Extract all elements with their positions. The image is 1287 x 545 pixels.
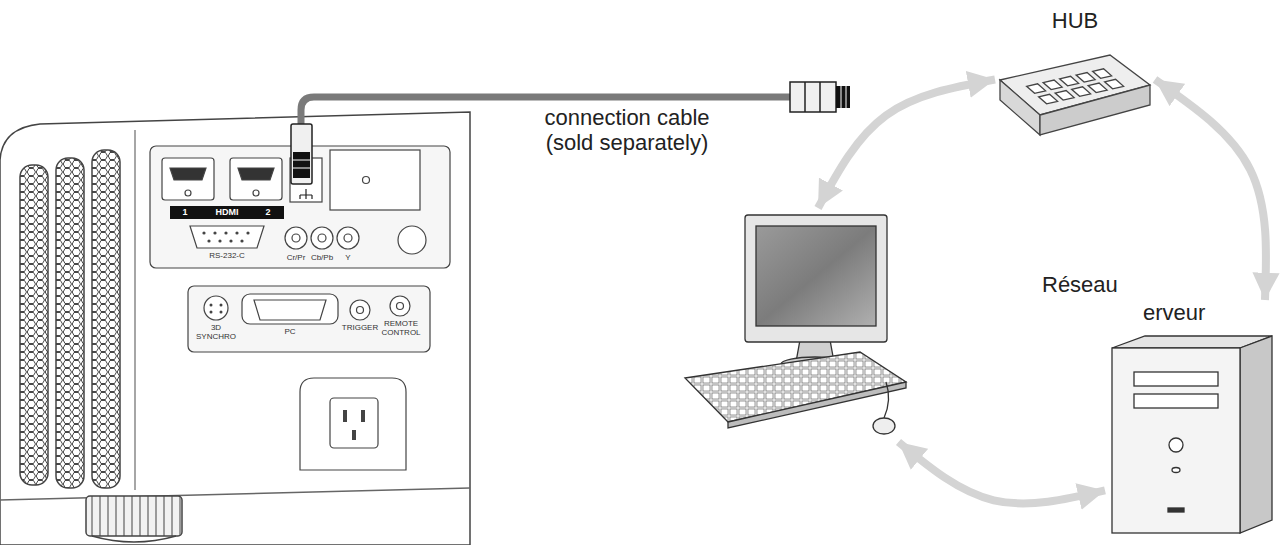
port-name: Cr/Pr: [281, 253, 311, 262]
hub-port: [1027, 84, 1046, 94]
hub-port: [1060, 76, 1079, 86]
server-node: erveur: [1105, 300, 1277, 538]
computer: [685, 215, 906, 434]
port-number: 2: [260, 207, 276, 217]
hub-port: [1039, 94, 1058, 104]
network-arrow: [1155, 80, 1266, 301]
port-number: 1: [177, 207, 193, 217]
hub-node: HUB: [995, 8, 1155, 138]
port-name: RS-232-C: [196, 251, 258, 260]
cable-label: connection cable (sold separately): [522, 105, 732, 156]
hub-port: [1076, 73, 1095, 83]
node-label: HUB: [1052, 8, 1098, 34]
projector-body: [0, 112, 470, 545]
network-label: Réseau: [1042, 272, 1132, 297]
network-arrow: [818, 80, 995, 209]
port-name: Y: [338, 253, 358, 262]
rear-panel: [150, 146, 450, 470]
network-cable: [291, 82, 850, 184]
computer-node: [680, 208, 910, 442]
network-arrow: [899, 442, 1106, 503]
port-name: 3D SYNCHRO: [193, 323, 239, 341]
port-name: Cb/Pb: [307, 253, 337, 262]
hub-port: [1072, 87, 1091, 97]
port-name: REMOTE CONTROL: [376, 319, 426, 337]
port-name: HDMI: [207, 207, 247, 217]
hub-port: [1055, 91, 1074, 100]
node-label: erveur: [1143, 300, 1205, 326]
hub-port: [1105, 79, 1124, 89]
hub-port: [1093, 69, 1112, 79]
hub-device: [1000, 55, 1150, 135]
hub-port: [1043, 80, 1062, 90]
port-name: TRIGGER: [338, 323, 382, 332]
port-name: PC: [275, 327, 305, 336]
hub-port: [1088, 83, 1107, 93]
server-tower: [1112, 336, 1272, 533]
